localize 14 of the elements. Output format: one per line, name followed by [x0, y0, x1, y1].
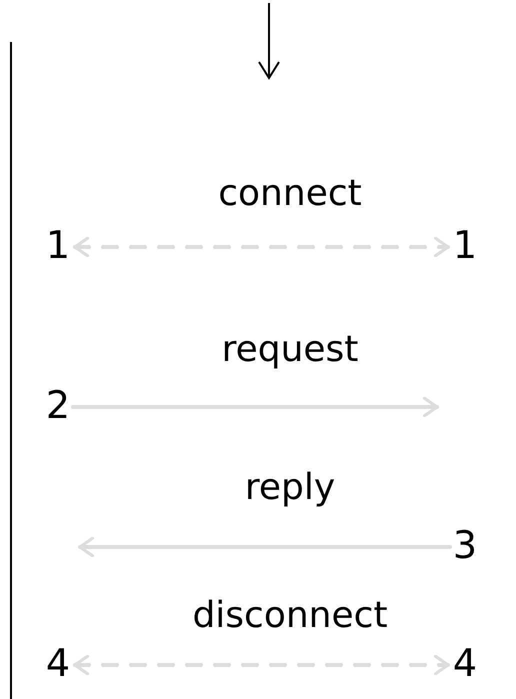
step-number: 1 [452, 223, 478, 267]
step-number: 4 [45, 641, 71, 685]
arrow [71, 396, 439, 418]
edge-label: disconnect [192, 598, 388, 634]
edge-label: request [222, 332, 358, 368]
step-number: 2 [45, 383, 71, 427]
step-number: 1 [45, 223, 71, 267]
edge-label: reply [244, 470, 336, 506]
arrow [73, 236, 450, 258]
step-number: 4 [452, 641, 478, 685]
edge-label: connect [218, 176, 362, 212]
step-number: 3 [452, 523, 478, 567]
arrow [78, 536, 452, 558]
arrow [73, 654, 450, 676]
